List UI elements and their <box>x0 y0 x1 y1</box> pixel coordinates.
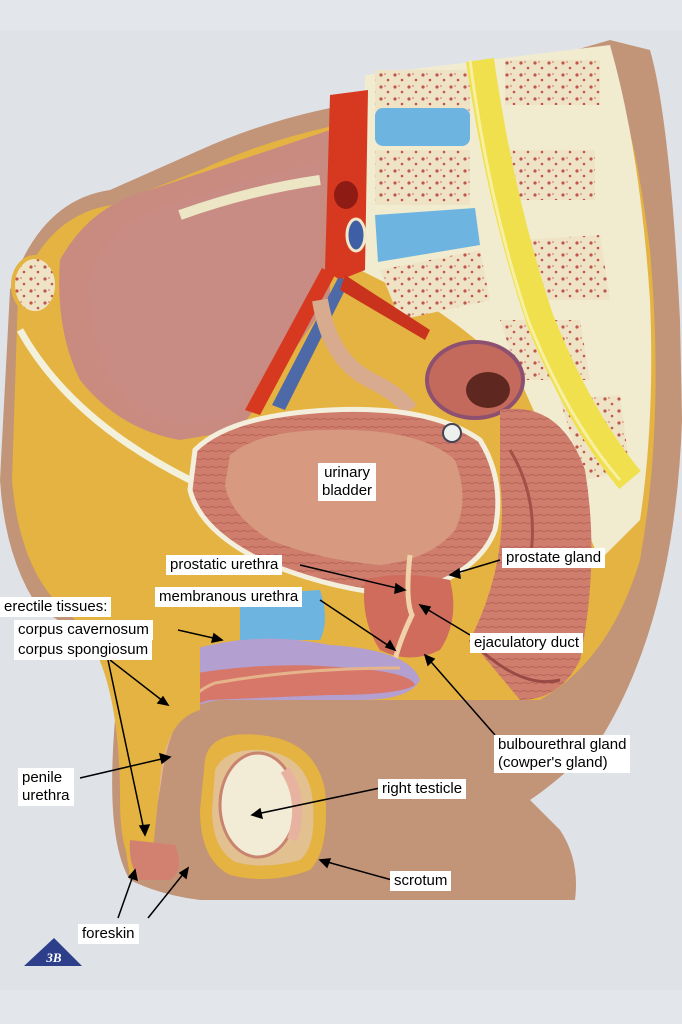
pointer-prostatic-urethra <box>299 564 406 591</box>
vertebra-4 <box>510 150 595 200</box>
iliac-artery-2 <box>340 275 430 340</box>
pointer-right-testicle <box>251 787 381 816</box>
label-bulbourethral-line1: bulbourethral gland <box>498 736 627 753</box>
iliac-artery <box>245 268 335 415</box>
sacral-segment-1 <box>380 250 490 320</box>
ureter-orifice <box>442 423 462 443</box>
label-prostate-gland: prostate gland <box>502 548 606 568</box>
label-scrotum: scrotum <box>390 871 452 891</box>
pointer-penile-urethra <box>79 756 171 779</box>
rectum-lumen <box>466 372 510 408</box>
peritoneal-cavity <box>89 160 320 425</box>
pointer-foreskin-2 <box>147 867 189 919</box>
urethra-path <box>392 554 415 661</box>
intervertebral-disc-1 <box>375 108 470 146</box>
vertebra-1 <box>375 70 470 115</box>
pointer-bulbourethral <box>424 654 496 736</box>
testis <box>218 751 298 859</box>
pointer-lines <box>79 559 501 919</box>
vein-section <box>345 217 367 253</box>
rectal-fold <box>508 449 534 561</box>
corpus-spongiosum <box>140 665 415 840</box>
epididymis <box>280 767 303 842</box>
pubic-bone <box>11 255 59 315</box>
logo-triangle <box>24 938 82 966</box>
label-urinary-bladder-line1: urinary <box>324 464 370 481</box>
label-right-testicle: right testicle <box>378 779 467 799</box>
pointer-membranous-urethra <box>319 599 396 651</box>
label-penile-urethra-line2: urethra <box>22 787 70 804</box>
label-urinary-bladder: urinary bladder <box>318 463 377 501</box>
spinal-nerve <box>466 58 641 489</box>
label-urinary-bladder-line2: bladder <box>322 482 373 499</box>
ureter <box>312 298 417 415</box>
fascia-band-2 <box>178 175 321 220</box>
glans <box>129 840 179 880</box>
label-bulbourethral-gland: bulbourethral gland (cowper's gland) <box>494 735 631 773</box>
pointer-corpus-spongiosum-1 <box>109 659 169 706</box>
label-foreskin: foreskin <box>78 924 139 944</box>
label-ejaculatory-duct: ejaculatory duct <box>470 633 584 653</box>
vertebra-2 <box>505 60 600 105</box>
label-penile-urethra-line1: penile <box>22 769 63 786</box>
label-membranous-urethra: membranous urethra <box>155 587 303 607</box>
nerve-border <box>468 59 622 481</box>
label-bulbourethral-line2: (cowper's gland) <box>498 754 608 771</box>
vertebra-3 <box>375 150 470 205</box>
pointer-corpus-spongiosum-2 <box>107 659 146 836</box>
label-corpus-spongiosum: corpus spongiosum <box>14 640 153 660</box>
pointer-scrotum <box>319 859 393 881</box>
penis-skin <box>121 640 200 880</box>
logo-text: 3B <box>45 950 62 965</box>
intervertebral-disc-2 <box>375 208 480 262</box>
brand-logo: 3B <box>24 938 82 966</box>
label-penile-urethra: penile urethra <box>18 768 74 806</box>
label-prostatic-urethra: prostatic urethra <box>166 555 283 575</box>
artery-section <box>334 181 358 209</box>
iliac-vein <box>272 278 350 410</box>
label-erectile-tissues: erectile tissues: <box>0 597 112 617</box>
label-corpus-cavernosum: corpus cavernosum <box>14 620 153 640</box>
